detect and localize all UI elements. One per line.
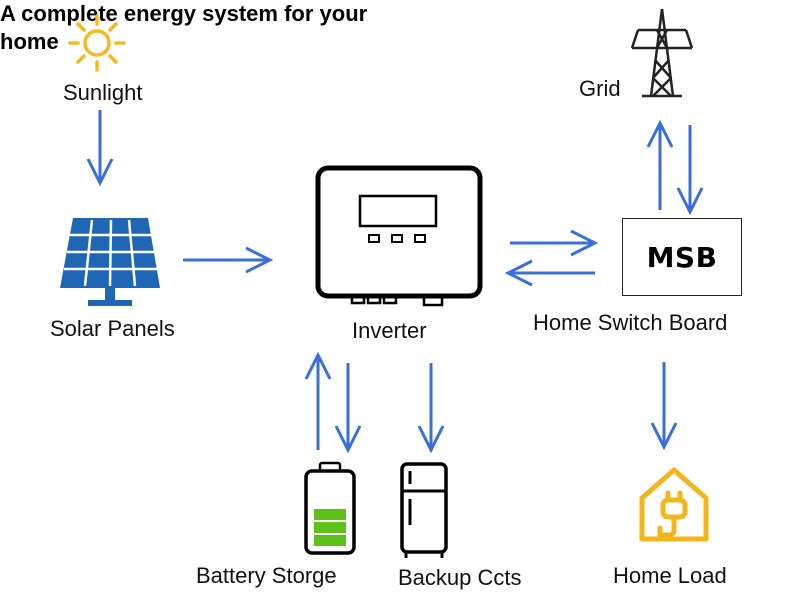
sun-icon [68, 14, 126, 72]
inverter-icon [315, 165, 483, 307]
msb-label: MSB [646, 240, 718, 274]
battery-icon [304, 461, 356, 555]
backup-circuits-label: Backup Ccts [398, 565, 522, 590]
home-switch-board-label: Home Switch Board [533, 310, 728, 335]
battery-storage-label: Battery Storge [196, 563, 337, 588]
msb-node: MSB [622, 218, 742, 296]
solar-panel-icon [60, 218, 160, 306]
house-plug-icon [639, 467, 709, 542]
solar-panels-label: Solar Panels [50, 316, 175, 341]
transmission-tower-icon [630, 8, 694, 98]
diagram-title: A complete energy system for your home [0, 1, 368, 54]
grid-label: Grid [579, 76, 621, 101]
sunlight-label: Sunlight [63, 80, 143, 105]
inverter-label: Inverter [352, 318, 427, 343]
home-load-label: Home Load [613, 563, 727, 588]
refrigerator-icon [400, 462, 448, 558]
